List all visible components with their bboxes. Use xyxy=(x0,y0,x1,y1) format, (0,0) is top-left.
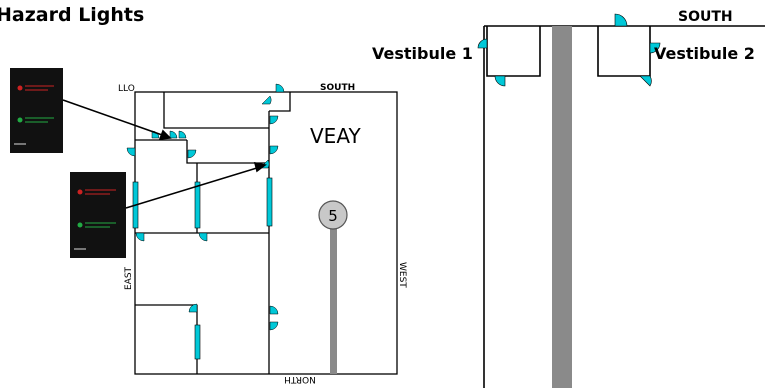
corridor-strip xyxy=(552,26,572,388)
marker-number: 5 xyxy=(328,207,338,225)
slide-title: Hazard Lights xyxy=(0,4,145,26)
label-llo: LLO xyxy=(118,84,135,94)
label-west: WEST xyxy=(397,262,407,288)
hazard-sign-thumbnail-1 xyxy=(10,68,63,153)
hazard-light-post-5: 5 xyxy=(318,200,348,374)
label-east: EAST xyxy=(124,266,134,290)
label-vestibule-2: Vestibule 2 xyxy=(654,44,755,63)
room-name: VEAY xyxy=(310,124,361,148)
label-vestibule-1: Vestibule 1 xyxy=(372,44,473,63)
hazard-sign-thumbnail-2 xyxy=(70,172,126,258)
vestibule-detail: Vestibule 1 Vestibule 2 SOUTH xyxy=(372,9,765,388)
label-detail-south: SOUTH xyxy=(678,9,733,25)
door-panels xyxy=(132,177,273,360)
pointer-arrows xyxy=(62,99,267,209)
label-north: NORTH xyxy=(284,374,316,384)
door-swings xyxy=(126,83,285,331)
label-south: SOUTH xyxy=(320,83,355,93)
